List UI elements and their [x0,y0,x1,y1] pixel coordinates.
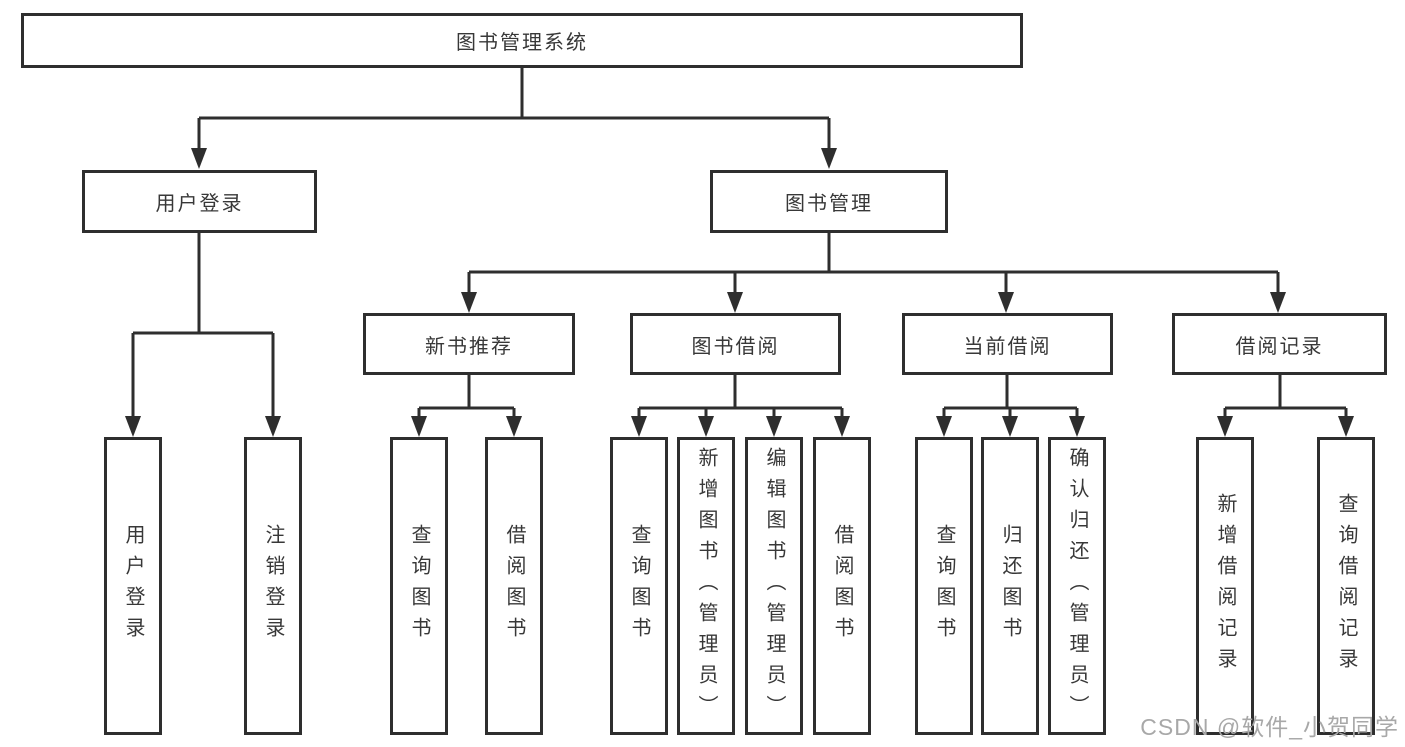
leaf-return-books: 归还图书 [981,437,1039,735]
leaf-query-books: 查询图书 [610,437,668,735]
leaf-add-borrow-record: 新增借阅记录 [1196,437,1254,735]
leaf-query-borrow-record: 查询借阅记录 [1317,437,1375,735]
leaf-add-books-admin: 新增图书（管理员） [677,437,735,735]
node-current-borrow: 当前借阅 [902,313,1113,375]
leaf-user-login: 用户登录 [104,437,162,735]
connector-lines [131,68,1348,420]
leaf-borrow-books: 借阅图书 [485,437,543,735]
leaf-query-books: 查询图书 [390,437,448,735]
node-borrow-records: 借阅记录 [1172,313,1387,375]
node-library-system: 图书管理系统 [21,13,1023,68]
node-user-login: 用户登录 [82,170,317,233]
leaf-logout: 注销登录 [244,437,302,735]
watermark-text: CSDN @软件_小贺同学 [1140,714,1399,740]
arrowhead-icons [125,148,1354,437]
node-book-borrow: 图书借阅 [630,313,841,375]
node-book-management: 图书管理 [710,170,948,233]
leaf-edit-books-admin: 编辑图书（管理员） [745,437,803,735]
leaf-confirm-return-admin: 确认归还（管理员） [1048,437,1106,735]
leaf-query-books: 查询图书 [915,437,973,735]
leaf-borrow-books: 借阅图书 [813,437,871,735]
node-new-book-recommend: 新书推荐 [363,313,575,375]
